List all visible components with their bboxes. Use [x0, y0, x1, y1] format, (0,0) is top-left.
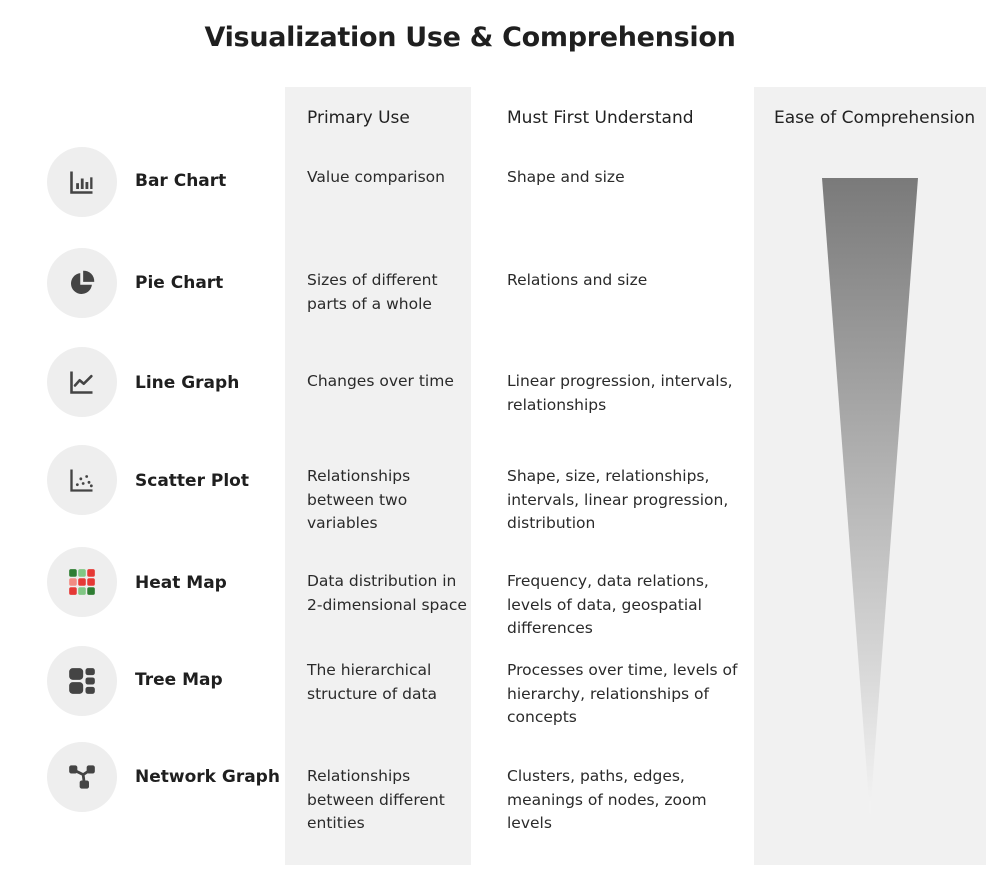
must-first-understand-cell: Shape, size, relationships, intervals, l… — [507, 467, 729, 532]
row-label: Network Graph — [135, 767, 280, 787]
must-first-understand-cell: Frequency, data relations, levels of dat… — [507, 572, 709, 637]
primary-use-cell: Value comparison — [307, 168, 445, 186]
primary-use-cell: Relationships between two variables — [307, 467, 411, 532]
row-label: Pie Chart — [135, 273, 224, 293]
row-label: Scatter Plot — [135, 471, 249, 491]
heat-map-icon — [69, 569, 95, 595]
header-primary-use: Primary Use — [307, 108, 410, 128]
row-label: Line Graph — [135, 373, 240, 393]
row-icon-circle — [47, 742, 117, 812]
row-icon-circle — [47, 347, 117, 417]
must-first-understand-cell: Relations and size — [507, 271, 648, 289]
must-first-understand-cell: Processes over time, levels of hierarchy… — [507, 661, 738, 726]
scatter-plot-icon — [70, 469, 93, 492]
tree-map-icon — [69, 668, 95, 694]
network-graph-icon — [69, 765, 95, 789]
must-first-understand-cell: Linear progression, intervals, relations… — [507, 372, 733, 414]
row-icon-circle — [47, 248, 117, 318]
primary-use-cell: Changes over time — [307, 372, 454, 390]
pie-chart-icon — [70, 270, 95, 295]
ease-gradient-triangle — [822, 178, 918, 815]
primary-use-cell: Relationships between different entities — [307, 767, 445, 832]
row-label: Tree Map — [135, 670, 223, 690]
primary-use-cell: The hierarchical structure of data — [307, 661, 438, 703]
page-title: Visualization Use & Comprehension — [204, 22, 736, 53]
must-first-understand-cell: Shape and size — [507, 168, 625, 186]
row-label: Bar Chart — [135, 171, 227, 191]
row-icon-circle — [47, 445, 117, 515]
header-ease-of-comprehension: Ease of Comprehension — [774, 108, 976, 128]
primary-use-column-band — [285, 87, 471, 865]
row-icon-circle — [47, 646, 117, 716]
line-graph-icon — [70, 371, 93, 394]
must-first-understand-cell: Clusters, paths, edges, meanings of node… — [507, 767, 707, 832]
row-label: Heat Map — [135, 573, 227, 593]
row-icon-circle — [47, 147, 117, 217]
primary-use-cell: Sizes of different parts of a whole — [307, 271, 438, 313]
header-must-first-understand: Must First Understand — [507, 108, 694, 128]
row-icon-circle — [47, 547, 117, 617]
bar-chart-icon — [70, 171, 93, 194]
primary-use-cell: Data distribution in 2-dimensional space — [307, 572, 467, 614]
